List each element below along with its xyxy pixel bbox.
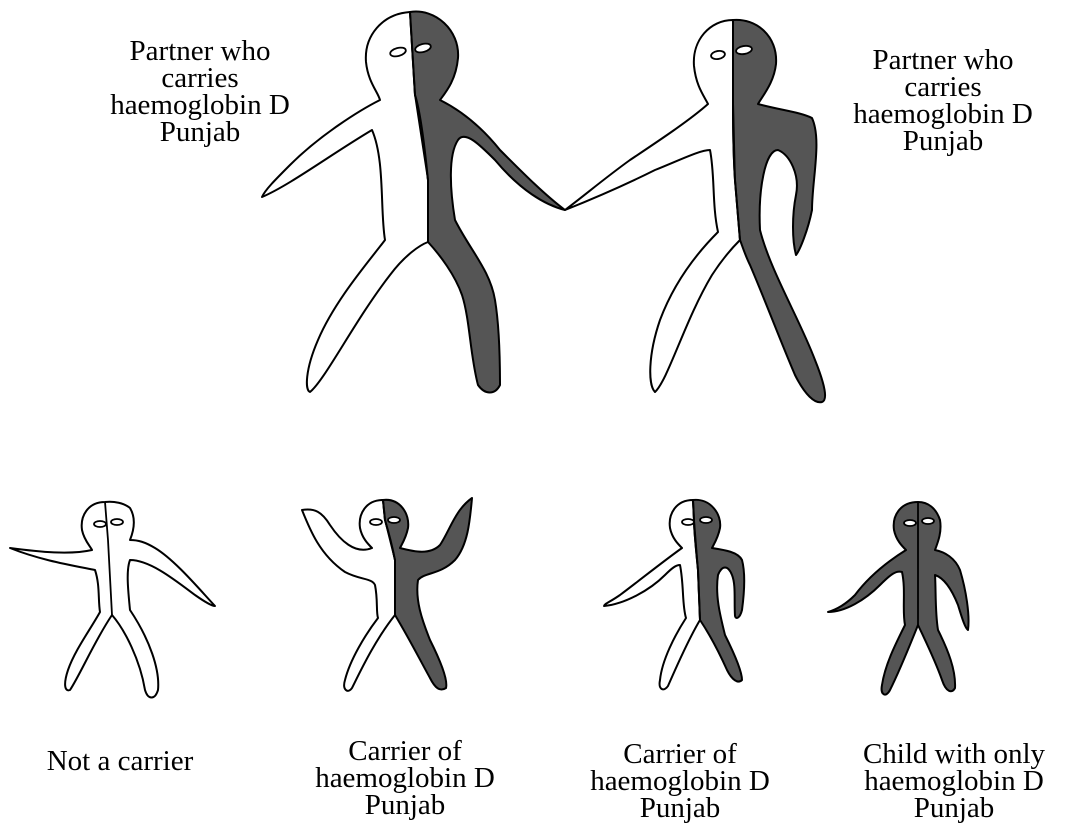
child-3-label: Carrier of haemoglobin D Punjab bbox=[575, 741, 785, 822]
child-1-figure bbox=[10, 502, 215, 698]
parent-left-label: Partner who carries haemoglobin D Punjab bbox=[95, 38, 305, 146]
label-line: Punjab bbox=[300, 792, 510, 819]
child-3-figure bbox=[604, 500, 744, 690]
child-2-label: Carrier of haemoglobin D Punjab bbox=[300, 738, 510, 819]
child-1-body bbox=[10, 502, 215, 698]
label-line: haemoglobin D bbox=[575, 768, 785, 795]
child-1-label: Not a carrier bbox=[20, 748, 220, 775]
child-4-eye-right bbox=[922, 518, 934, 524]
label-line: Punjab bbox=[838, 128, 1048, 155]
child-3-eye-right bbox=[700, 517, 712, 523]
label-line: Punjab bbox=[848, 795, 1060, 822]
child-4-body bbox=[828, 502, 969, 695]
parent-left-figure bbox=[262, 12, 565, 393]
child-1-eye-left bbox=[94, 521, 106, 527]
label-line: Carrier of bbox=[575, 741, 785, 768]
child-4-label: Child with only haemoglobin D Punjab bbox=[848, 741, 1060, 822]
parent-right-figure bbox=[565, 20, 825, 402]
label-line: carries bbox=[838, 74, 1048, 101]
child-4-eye-left bbox=[904, 520, 916, 526]
label-line: Punjab bbox=[575, 795, 785, 822]
child-4-figure bbox=[828, 502, 969, 695]
label-line: haemoglobin D bbox=[848, 768, 1060, 795]
label-line: Partner who bbox=[838, 47, 1048, 74]
child-2-eye-right bbox=[388, 517, 400, 523]
label-line: Partner who bbox=[95, 38, 305, 65]
parent-right-label: Partner who carries haemoglobin D Punjab bbox=[838, 47, 1048, 155]
child-2-figure bbox=[302, 498, 472, 691]
child-3-eye-left bbox=[682, 519, 694, 525]
child-2-dark-half bbox=[383, 498, 472, 690]
label-line: haemoglobin D bbox=[300, 765, 510, 792]
child-2-white-half bbox=[302, 500, 395, 691]
child-3-white-half bbox=[604, 500, 700, 689]
label-line: carries bbox=[95, 65, 305, 92]
parent-right-dark-half bbox=[733, 20, 825, 402]
label-line: Carrier of bbox=[300, 738, 510, 765]
child-2-eye-left bbox=[370, 519, 382, 525]
child-1-eye-right bbox=[111, 519, 123, 525]
label-line: Not a carrier bbox=[20, 748, 220, 775]
label-line: Child with only bbox=[848, 741, 1060, 768]
child-3-dark-half bbox=[693, 500, 744, 682]
label-line: haemoglobin D bbox=[838, 101, 1048, 128]
label-line: haemoglobin D bbox=[95, 92, 305, 119]
parent-right-white-half bbox=[565, 20, 740, 392]
parent-left-dark-half bbox=[410, 12, 565, 393]
label-line: Punjab bbox=[95, 119, 305, 146]
